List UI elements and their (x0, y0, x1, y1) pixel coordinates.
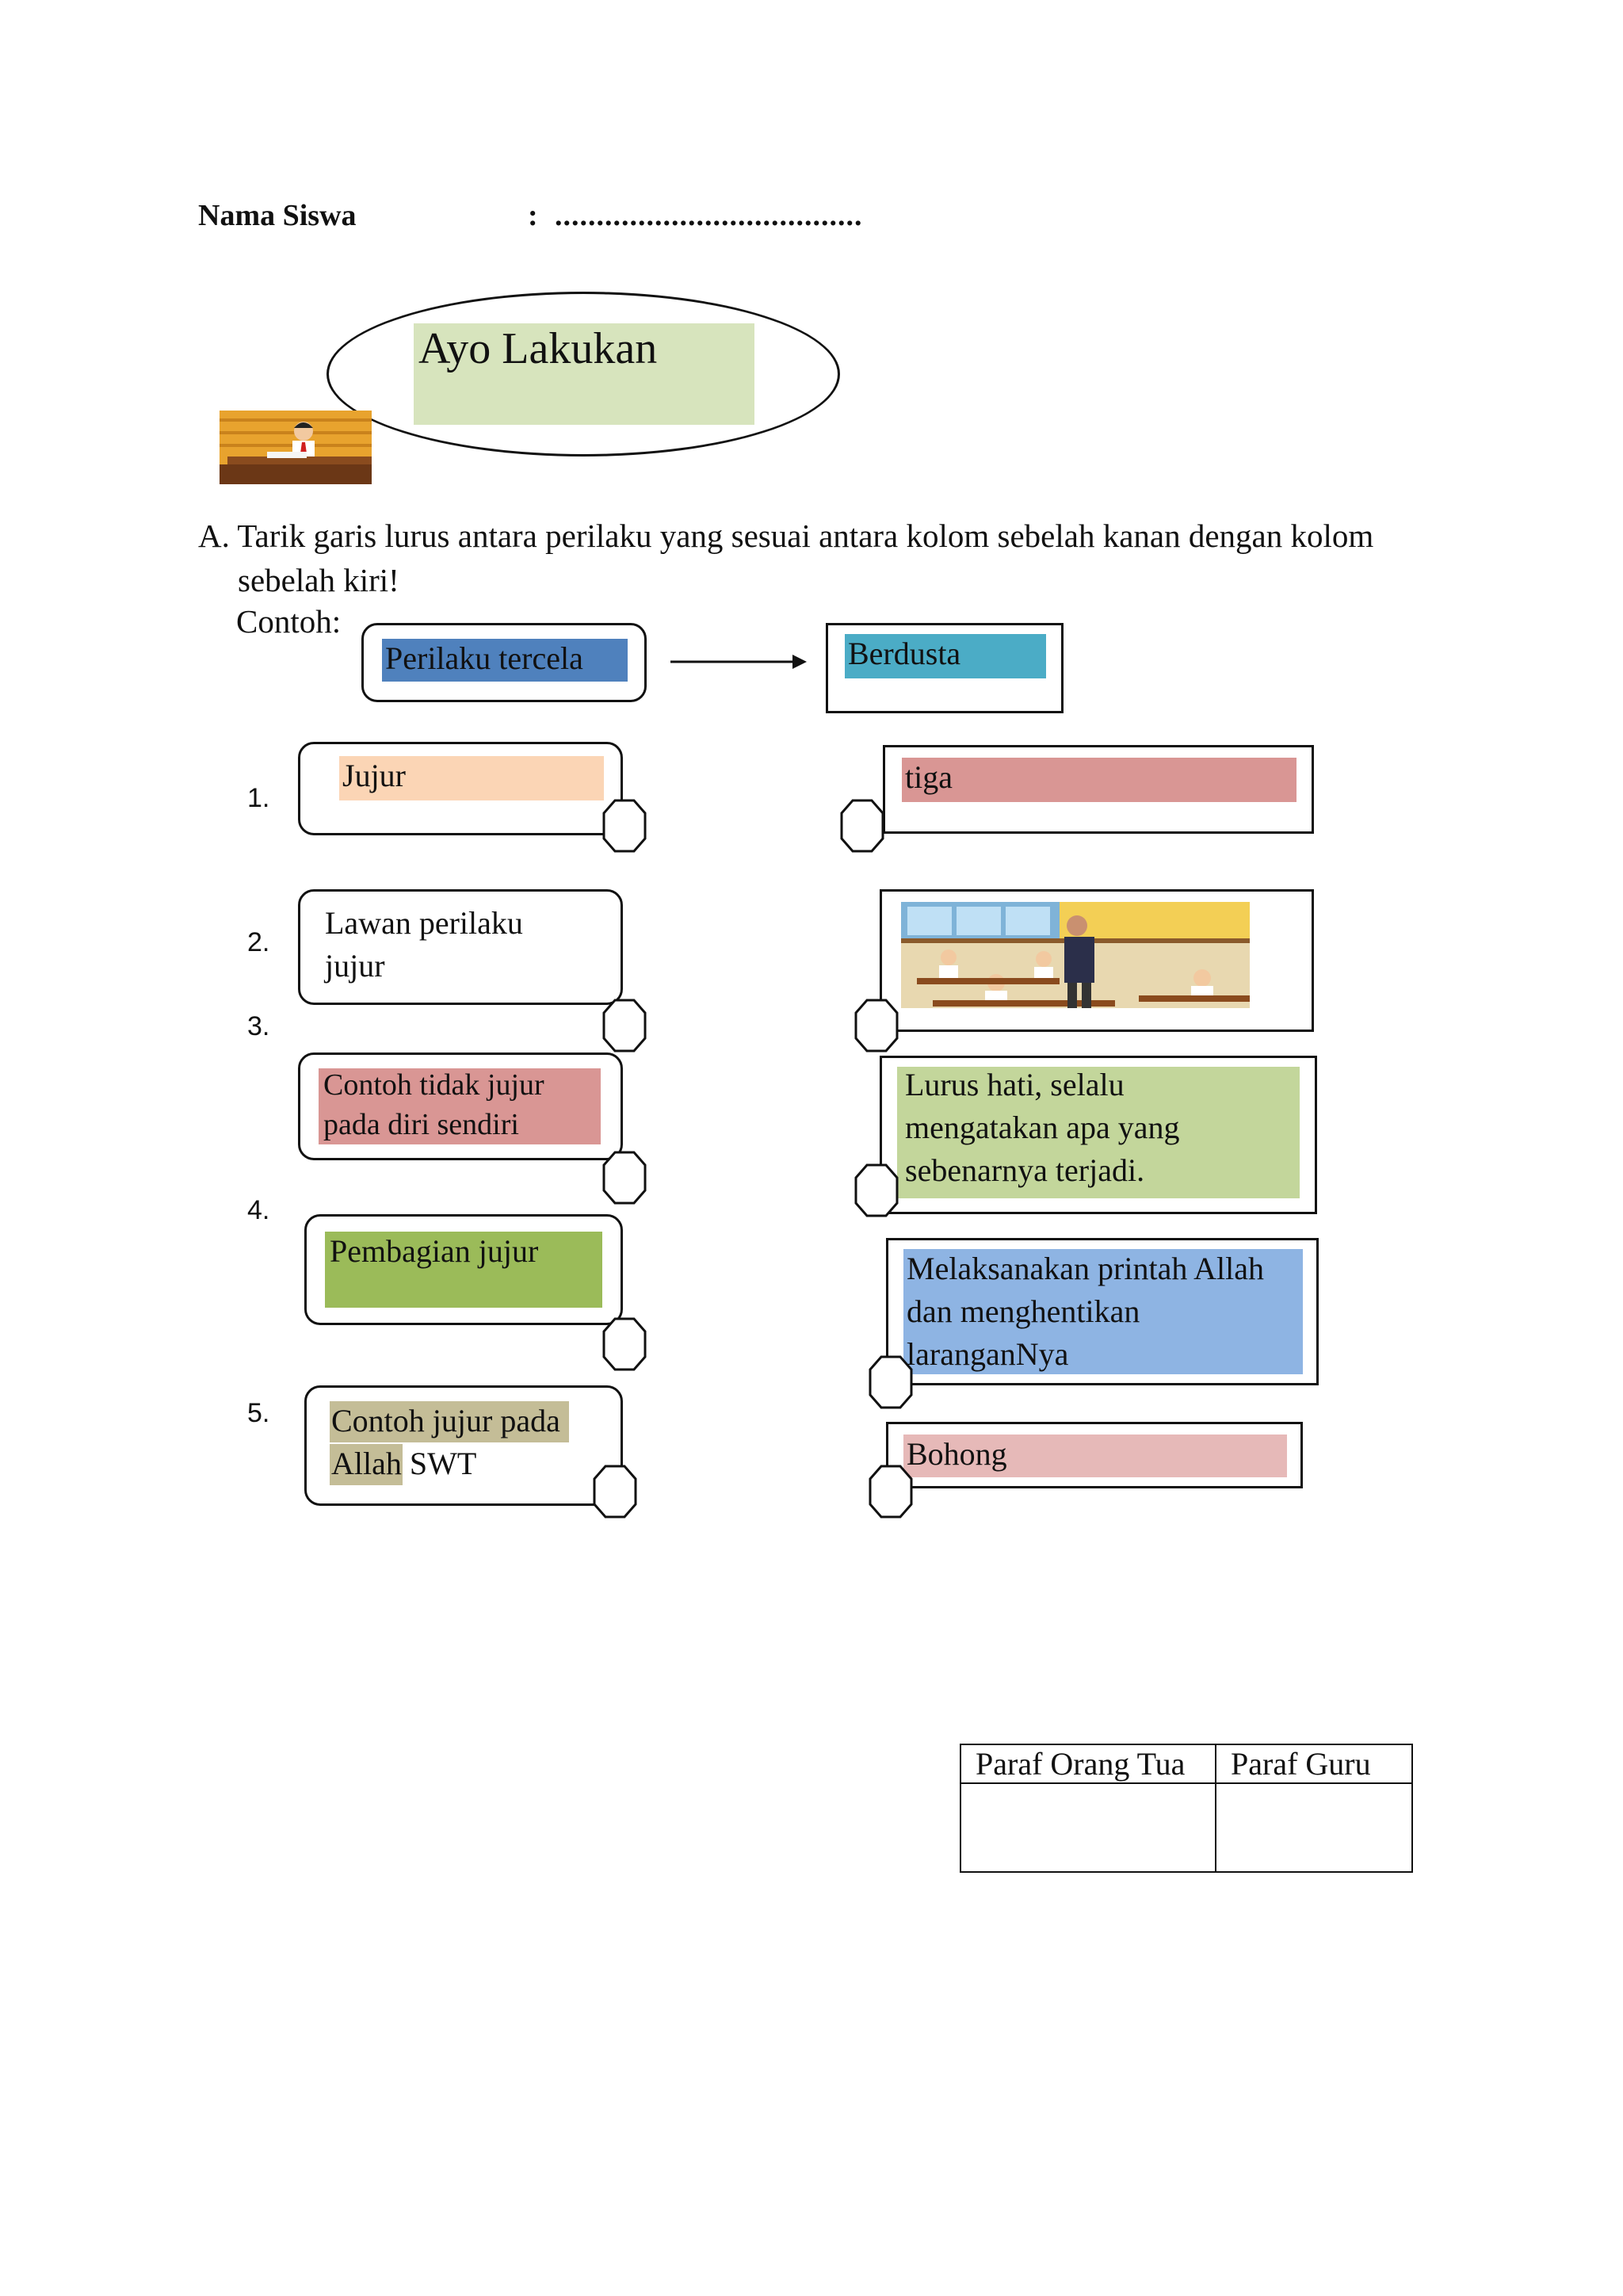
signature-col-parent: Paraf Orang Tua (960, 1744, 1216, 1784)
student-name-colon: : (528, 199, 538, 232)
student-name-label: Nama Siswa (198, 199, 357, 232)
signature-table: Paraf Orang Tua Paraf Guru (960, 1744, 1413, 1873)
left-item-5-word-allah: Allah (331, 1446, 402, 1481)
right-connector-4[interactable] (869, 1355, 913, 1409)
right-connector-3[interactable] (854, 1163, 899, 1217)
classroom-exam-image (901, 902, 1250, 1008)
instruction-line-2: sebelah kiri! (238, 562, 399, 598)
left-item-3-highlight (319, 1068, 601, 1144)
student-name-blank[interactable]: ..................................... (555, 199, 863, 232)
left-item-2-box (298, 889, 623, 1005)
left-item-3-line-2: pada diri sendiri (323, 1108, 519, 1141)
left-connector-4[interactable] (602, 1317, 647, 1371)
left-item-5-word-swt: SWT (401, 1446, 477, 1481)
signature-col-teacher: Paraf Guru (1215, 1744, 1413, 1784)
right-item-4-text: Melaksanakan printah Allah dan menghenti… (907, 1247, 1264, 1376)
left-connector-2[interactable] (602, 999, 647, 1052)
right-item-4-line-1: Melaksanakan printah Allah (907, 1251, 1264, 1286)
left-item-5-line-1: Contoh jujur pada (331, 1403, 560, 1438)
right-item-1-highlight (902, 758, 1296, 802)
student-writing-image (220, 411, 372, 484)
page-title: Ayo Lakukan (418, 324, 658, 373)
signature-cell-parent[interactable] (960, 1782, 1216, 1873)
right-item-3-line-2: mengatakan apa yang (905, 1110, 1180, 1145)
right-item-4-highlight (903, 1249, 1303, 1374)
right-connector-5[interactable] (869, 1465, 913, 1519)
left-item-5-text: Contoh jujur pada Allah SWT (331, 1400, 560, 1485)
right-item-3-highlight (897, 1067, 1300, 1198)
left-item-1-text: Jujur (342, 758, 406, 793)
title-highlight (414, 323, 754, 425)
left-connector-1[interactable] (602, 799, 647, 853)
left-item-4-highlight (325, 1232, 602, 1308)
example-right-text: Berdusta (848, 636, 961, 671)
left-item-4-text: Pembagian jujur (330, 1233, 539, 1269)
signature-cell-teacher[interactable] (1215, 1782, 1413, 1873)
item-number-1: 1. (247, 783, 270, 813)
right-connector-1[interactable] (840, 799, 884, 853)
right-item-3-line-1: Lurus hati, selalu (905, 1067, 1125, 1102)
right-item-5-text: Bohong (907, 1436, 1007, 1472)
left-connector-3[interactable] (602, 1151, 647, 1205)
left-item-3-line-1: Contoh tidak jujur (323, 1068, 544, 1102)
right-item-3-text: Lurus hati, selalu mengatakan apa yang s… (905, 1064, 1180, 1192)
left-item-1-highlight (339, 756, 604, 800)
item-number-5: 5. (247, 1398, 270, 1428)
left-item-2-line-2: jujur (325, 948, 385, 984)
item-number-2: 2. (247, 927, 270, 957)
example-arrow-icon (670, 655, 807, 669)
right-item-4-line-3: laranganNya (907, 1336, 1069, 1372)
right-item-3-line-3: sebenarnya terjadi. (905, 1152, 1145, 1188)
title-ellipse (327, 292, 840, 457)
example-left-text: Perilaku tercela (385, 640, 583, 676)
left-item-5-line-2: Allah SWT (331, 1442, 560, 1485)
right-item-5-highlight (903, 1435, 1287, 1477)
example-label: Contoh: (236, 603, 342, 640)
left-item-3-text: Contoh tidak jujur pada diri sendiri (323, 1065, 544, 1144)
item-number-4: 4. (247, 1195, 270, 1225)
left-item-2-text: Lawan perilaku jujur (325, 902, 523, 988)
right-connector-2[interactable] (854, 999, 899, 1052)
instruction-text: A. Tarik garis lurus antara perilaku yan… (198, 514, 1373, 602)
right-item-1-text: tiga (905, 759, 953, 795)
example-right-highlight (845, 634, 1046, 678)
left-item-5-highlight-line-2 (330, 1444, 403, 1485)
left-connector-5[interactable] (593, 1465, 637, 1519)
left-item-2-line-1: Lawan perilaku (325, 905, 523, 941)
instruction-line-1: A. Tarik garis lurus antara perilaku yan… (198, 518, 1374, 554)
item-number-3: 3. (247, 1011, 270, 1041)
example-left-highlight (382, 639, 628, 682)
left-item-5-highlight-line-1 (330, 1401, 569, 1442)
right-item-4-line-2: dan menghentikan (907, 1293, 1140, 1329)
